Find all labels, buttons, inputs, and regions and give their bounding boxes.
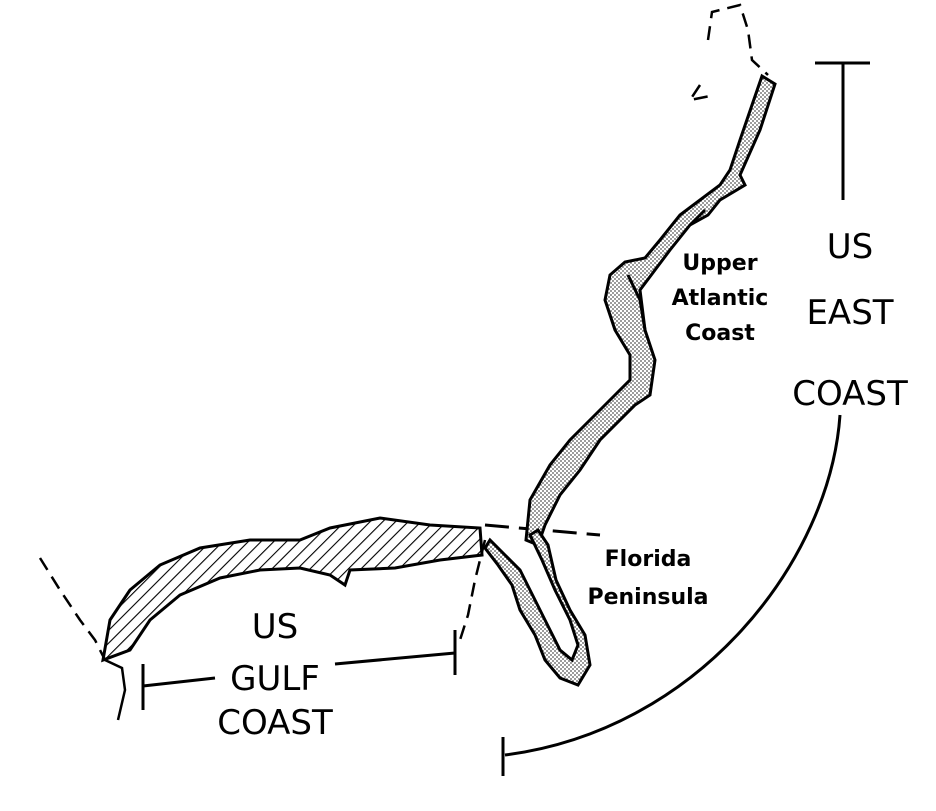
- texas-border-dashed: [38, 557, 107, 661]
- gulf-coast-bracket: [141, 630, 457, 710]
- gulf-coast-region: [101, 516, 484, 663]
- gulf-coast-label: US GULF COAST: [217, 607, 333, 743]
- upper-atlantic-label: Upper Atlantic Coast: [672, 251, 769, 346]
- svg-text:EAST: EAST: [806, 293, 893, 333]
- svg-text:COAST: COAST: [792, 374, 908, 414]
- svg-text:US: US: [252, 607, 298, 647]
- svg-text:Peninsula: Peninsula: [587, 585, 708, 610]
- east-coast-label: US EAST COAST: [792, 227, 908, 414]
- gulf-boundary-dashed: [458, 539, 487, 641]
- svg-text:GULF: GULF: [230, 659, 320, 699]
- florida-peninsula-region: [483, 527, 592, 687]
- chesapeake-detail: [626, 208, 707, 331]
- svg-text:Coast: Coast: [685, 321, 755, 346]
- east-coast-bracket: [501, 61, 870, 776]
- svg-text:US: US: [827, 227, 873, 267]
- florida-label: Florida Peninsula: [587, 547, 708, 610]
- svg-text:Upper: Upper: [682, 251, 757, 276]
- texas-coast-line: [104, 658, 127, 721]
- svg-text:COAST: COAST: [217, 703, 333, 743]
- svg-text:Atlantic: Atlantic: [672, 286, 769, 311]
- maine-border-dashed: [687, 3, 769, 102]
- svg-text:Florida: Florida: [605, 547, 692, 572]
